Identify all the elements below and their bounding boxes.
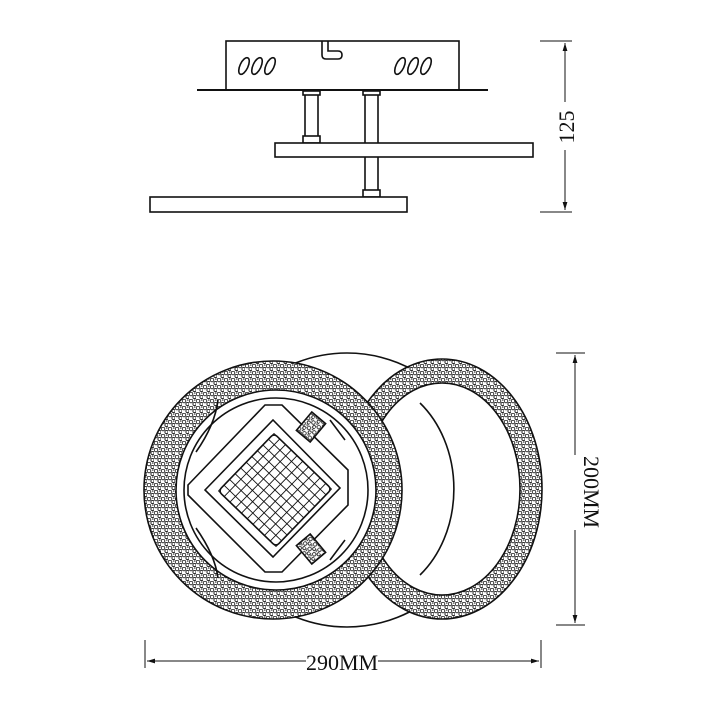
left-ring bbox=[143, 360, 403, 620]
vent-slots-right bbox=[393, 56, 433, 76]
grid-line bbox=[218, 490, 277, 547]
grid-line bbox=[218, 433, 275, 492]
right-ring bbox=[341, 358, 543, 620]
canopy-box bbox=[225, 40, 460, 91]
side-view bbox=[149, 40, 534, 213]
led-grid-panel bbox=[218, 433, 332, 547]
mounting-hook bbox=[321, 41, 343, 60]
grid-line bbox=[223, 484, 282, 542]
diamond-frame bbox=[187, 399, 349, 579]
support-rod-1 bbox=[304, 89, 319, 144]
grid-line bbox=[258, 472, 315, 531]
crystal-accent-top bbox=[295, 410, 327, 444]
grid-line bbox=[234, 473, 293, 530]
grid-line bbox=[264, 477, 321, 536]
top-view bbox=[143, 352, 543, 628]
depth-label: 200MM bbox=[579, 456, 604, 528]
grid-line bbox=[245, 461, 305, 519]
right-ring-inner-crescent bbox=[419, 402, 455, 576]
lower-ring-side bbox=[149, 196, 408, 213]
grid-line bbox=[273, 433, 332, 490]
grid-line bbox=[275, 488, 332, 547]
grid-line bbox=[229, 479, 288, 536]
grid-line bbox=[240, 467, 299, 524]
crystal-accent-bottom bbox=[295, 532, 327, 566]
upper-ring-side bbox=[274, 142, 534, 158]
grid-line bbox=[269, 483, 327, 542]
vent-slots-left bbox=[237, 56, 277, 76]
grid-line bbox=[252, 466, 309, 525]
width-label: 290MM bbox=[306, 650, 378, 675]
height-label: 125 bbox=[554, 111, 579, 144]
